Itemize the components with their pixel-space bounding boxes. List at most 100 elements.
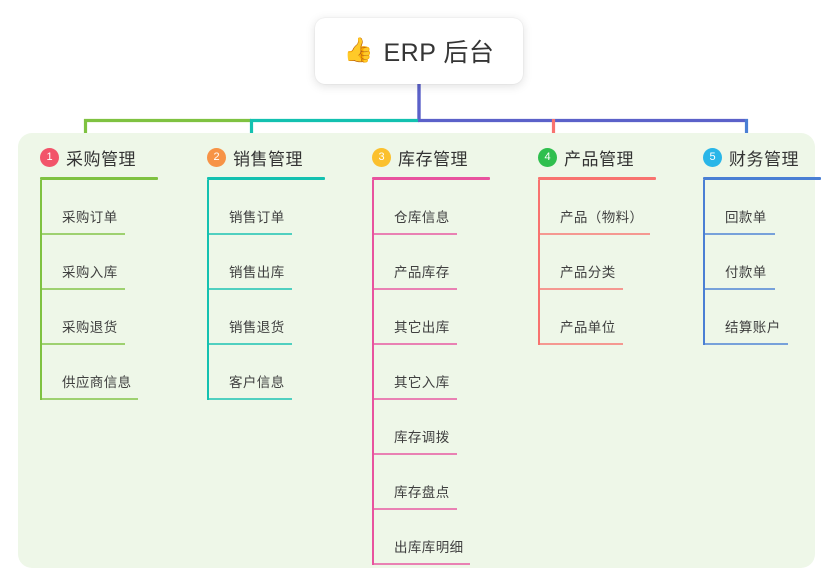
column-5: 5 财务管理回款单付款单结算账户 [703, 144, 821, 345]
list-item-label: 其它出库 [394, 320, 450, 335]
root-node-card[interactable]: 👍 ERP 后台 [315, 18, 523, 84]
column-title-1: 采购管理 [66, 149, 136, 169]
list-item-underline [372, 563, 470, 565]
list-item-label: 其它入库 [394, 375, 450, 390]
list-item-label: 出库库明细 [394, 540, 464, 555]
column-spine-1 [40, 180, 42, 400]
list-item-underline [372, 508, 457, 510]
list-item[interactable]: 销售订单 [207, 180, 325, 235]
list-item[interactable]: 回款单 [703, 180, 821, 235]
list-item-underline [40, 288, 125, 290]
list-item-underline [372, 233, 457, 235]
list-item-label: 采购退货 [62, 320, 118, 335]
list-item-underline [40, 343, 125, 345]
column-title-5: 财务管理 [729, 149, 799, 169]
list-item-label: 产品分类 [560, 265, 616, 280]
column-underline-4 [538, 177, 656, 180]
list-item-label: 库存盘点 [394, 485, 450, 500]
column-1: 1 采购管理采购订单采购入库采购退货供应商信息 [40, 144, 158, 400]
list-item-label: 产品单位 [560, 320, 616, 335]
column-items-4: 产品（物料） 产品分类产品单位 [538, 180, 656, 345]
list-item[interactable]: 出库库明细 [372, 510, 490, 565]
column-header-3[interactable]: 3 库存管理 [372, 144, 490, 170]
column-spine-2 [207, 180, 209, 400]
list-item-label: 客户信息 [229, 375, 285, 390]
list-item[interactable]: 采购订单 [40, 180, 158, 235]
list-item-label: 销售退货 [229, 320, 285, 335]
list-item[interactable]: 产品单位 [538, 290, 656, 345]
column-header-5[interactable]: 5 财务管理 [703, 144, 821, 170]
column-spine-4 [538, 180, 540, 345]
list-item-label: 产品（物料） [560, 210, 644, 225]
column-badge-1: 1 [40, 147, 59, 167]
list-item-underline [207, 398, 292, 400]
list-item[interactable]: 付款单 [703, 235, 821, 290]
column-badge-4: 4 [538, 147, 557, 167]
list-item-label: 供应商信息 [62, 375, 132, 390]
list-item[interactable]: 其它出库 [372, 290, 490, 345]
list-item[interactable]: 库存调拨 [372, 400, 490, 455]
list-item-underline [703, 233, 775, 235]
column-title-2: 销售管理 [233, 149, 303, 169]
column-items-3: 仓库信息产品库存其它出库其它入库库存调拨库存盘点出库库明细 [372, 180, 490, 565]
column-badge-5: 5 [703, 147, 722, 167]
column-spine-3 [372, 180, 374, 565]
list-item[interactable]: 客户信息 [207, 345, 325, 400]
list-item-underline [40, 233, 125, 235]
list-item[interactable]: 采购退货 [40, 290, 158, 345]
list-item-label: 销售订单 [229, 210, 285, 225]
list-item-underline [538, 288, 623, 290]
list-item-label: 销售出库 [229, 265, 285, 280]
list-item-underline [372, 398, 457, 400]
list-item-underline [703, 343, 788, 345]
list-item-underline [207, 233, 292, 235]
list-item-label: 采购订单 [62, 210, 118, 225]
list-item-label: 库存调拨 [394, 430, 450, 445]
list-item-underline [40, 398, 138, 400]
list-item-underline [538, 233, 650, 235]
column-header-4[interactable]: 4 产品管理 [538, 144, 656, 170]
list-item-label: 回款单 [725, 210, 767, 225]
list-item[interactable]: 其它入库 [372, 345, 490, 400]
list-item-label: 仓库信息 [394, 210, 450, 225]
column-title-3: 库存管理 [398, 149, 468, 169]
list-item[interactable]: 供应商信息 [40, 345, 158, 400]
list-item-label: 采购入库 [62, 265, 118, 280]
column-header-1[interactable]: 1 采购管理 [40, 144, 158, 170]
list-item[interactable]: 仓库信息 [372, 180, 490, 235]
list-item[interactable]: 库存盘点 [372, 455, 490, 510]
list-item[interactable]: 产品库存 [372, 235, 490, 290]
list-item-underline [372, 453, 457, 455]
list-item[interactable]: 采购入库 [40, 235, 158, 290]
column-spine-5 [703, 180, 705, 345]
list-item-underline [372, 343, 457, 345]
column-underline-1 [40, 177, 158, 180]
list-item[interactable]: 产品（物料） [538, 180, 656, 235]
column-badge-2: 2 [207, 147, 226, 167]
list-item-underline [207, 288, 292, 290]
list-item-label: 付款单 [725, 265, 767, 280]
column-title-4: 产品管理 [564, 149, 634, 169]
thumbs-up-icon: 👍 [343, 37, 374, 64]
list-item[interactable]: 产品分类 [538, 235, 656, 290]
column-items-2: 销售订单销售出库销售退货客户信息 [207, 180, 325, 400]
column-header-2[interactable]: 2 销售管理 [207, 144, 325, 170]
list-item[interactable]: 结算账户 [703, 290, 821, 345]
diagram-panel [18, 133, 815, 568]
list-item-underline [538, 343, 623, 345]
column-items-1: 采购订单采购入库采购退货供应商信息 [40, 180, 158, 400]
list-item-label: 结算账户 [725, 320, 781, 335]
column-3: 3 库存管理仓库信息产品库存其它出库其它入库库存调拨库存盘点出库库明细 [372, 144, 490, 565]
list-item-underline [372, 288, 457, 290]
list-item-label: 产品库存 [394, 265, 450, 280]
list-item[interactable]: 销售出库 [207, 235, 325, 290]
column-2: 2 销售管理销售订单销售出库销售退货客户信息 [207, 144, 325, 400]
column-badge-3: 3 [372, 147, 391, 167]
column-underline-5 [703, 177, 821, 180]
column-underline-2 [207, 177, 325, 180]
list-item[interactable]: 销售退货 [207, 290, 325, 345]
list-item-underline [207, 343, 292, 345]
list-item-underline [703, 288, 775, 290]
column-items-5: 回款单付款单结算账户 [703, 180, 821, 345]
column-underline-3 [372, 177, 490, 180]
